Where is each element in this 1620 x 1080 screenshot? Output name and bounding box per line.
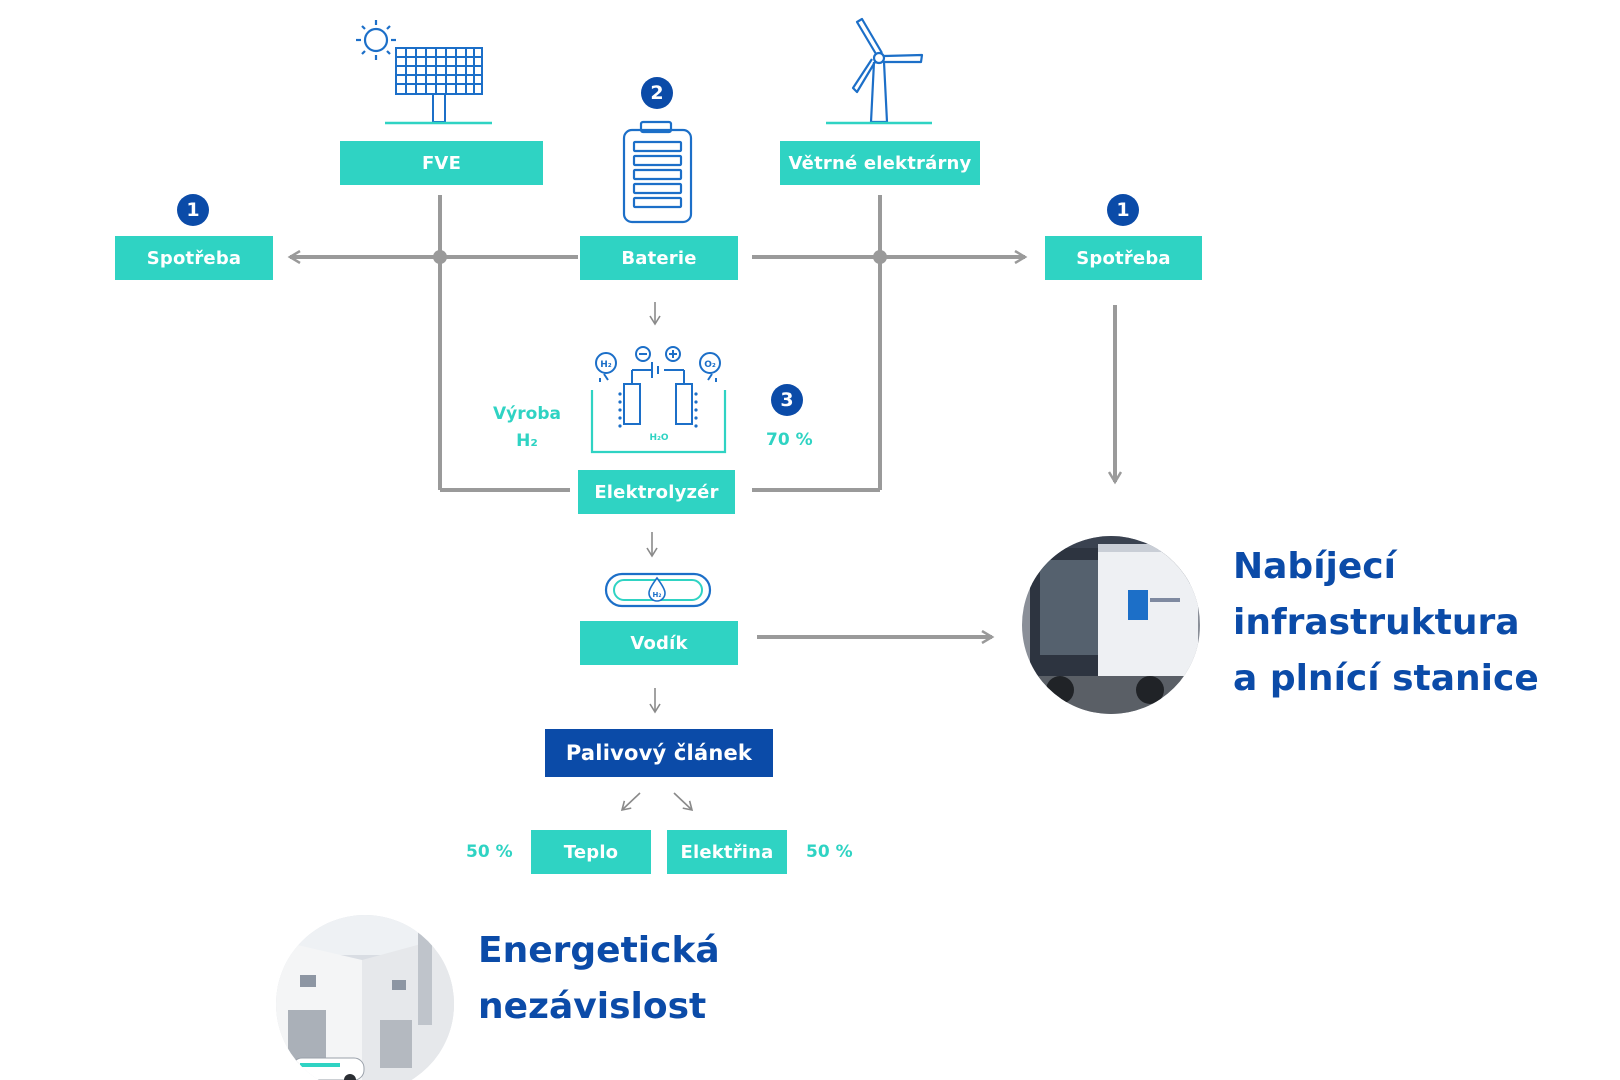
- junction-dot-right: [873, 250, 887, 264]
- battery-box: Baterie: [580, 236, 738, 280]
- battery-icon: [622, 120, 693, 224]
- heat-share-label: 50 %: [466, 842, 513, 862]
- consumption-right-box: Spotřeba: [1045, 236, 1202, 280]
- electricity-share-label: 50 %: [806, 842, 853, 862]
- badge-consumption-right: 1: [1107, 194, 1139, 226]
- building-photo: [276, 915, 454, 1080]
- fuel-cell-box: Palivový článek: [545, 729, 773, 777]
- electricity-label: Elektřina: [680, 841, 774, 863]
- tank-h2-label: H₂: [653, 591, 662, 599]
- badge-consumption-left: 1: [177, 194, 209, 226]
- production-line1: Výroba: [493, 404, 561, 424]
- hydrogen-box: Vodík: [580, 621, 738, 665]
- charging-line1: Nabíjecí: [1233, 546, 1396, 587]
- badge-battery: 2: [641, 77, 673, 109]
- fve-label: FVE: [421, 152, 462, 174]
- energy-independence-heading: Energetická nezávislost: [478, 923, 720, 1035]
- wind-turbine-icon: [826, 17, 932, 125]
- production-line2: H₂: [516, 431, 538, 451]
- heat-box: Teplo: [531, 830, 651, 874]
- fuel-cell-label: Palivový článek: [565, 741, 753, 765]
- flow-arrows: [620, 302, 694, 812]
- heat-label: Teplo: [563, 841, 619, 863]
- production-label: Výroba H₂: [487, 401, 567, 455]
- electrolysis-o2-label: O₂: [704, 360, 716, 370]
- wind-box: Větrné elektrárny: [780, 141, 980, 185]
- electrolysis-h2-label: H₂: [600, 360, 612, 370]
- fve-box: FVE: [340, 141, 543, 185]
- electrolyzer-label: Elektrolyzér: [594, 481, 719, 503]
- electricity-box: Elektřina: [667, 830, 787, 874]
- independence-line1: Energetická: [478, 930, 720, 971]
- junction-dot-left: [433, 250, 447, 264]
- consumption-left-box: Spotřeba: [115, 236, 273, 280]
- consumption-right-label: Spotřeba: [1076, 247, 1171, 269]
- hydrogen-tank-icon: H₂: [604, 572, 712, 608]
- hydrogen-label: Vodík: [630, 632, 688, 654]
- electrolysis-icon: H₂ O₂ H₂O: [590, 346, 727, 454]
- electrolyzer-box: Elektrolyzér: [578, 470, 735, 514]
- battery-label: Baterie: [621, 247, 697, 269]
- efficiency-label: 70 %: [766, 430, 813, 450]
- charging-line2: infrastruktura: [1233, 602, 1520, 643]
- sun-icon: [356, 20, 396, 60]
- charging-infrastructure-heading: Nabíjecí infrastruktura a plnící stanice: [1233, 539, 1539, 707]
- electrolysis-water-label: H₂O: [649, 433, 668, 443]
- charging-station-photo: [1022, 536, 1200, 714]
- charging-line3: a plnící stanice: [1233, 658, 1539, 699]
- consumption-left-label: Spotřeba: [146, 247, 242, 269]
- independence-line2: nezávislost: [478, 986, 707, 1027]
- badge-electrolysis: 3: [771, 384, 803, 416]
- solar-panel-icon: [385, 47, 492, 125]
- wind-label: Větrné elektrárny: [788, 152, 972, 174]
